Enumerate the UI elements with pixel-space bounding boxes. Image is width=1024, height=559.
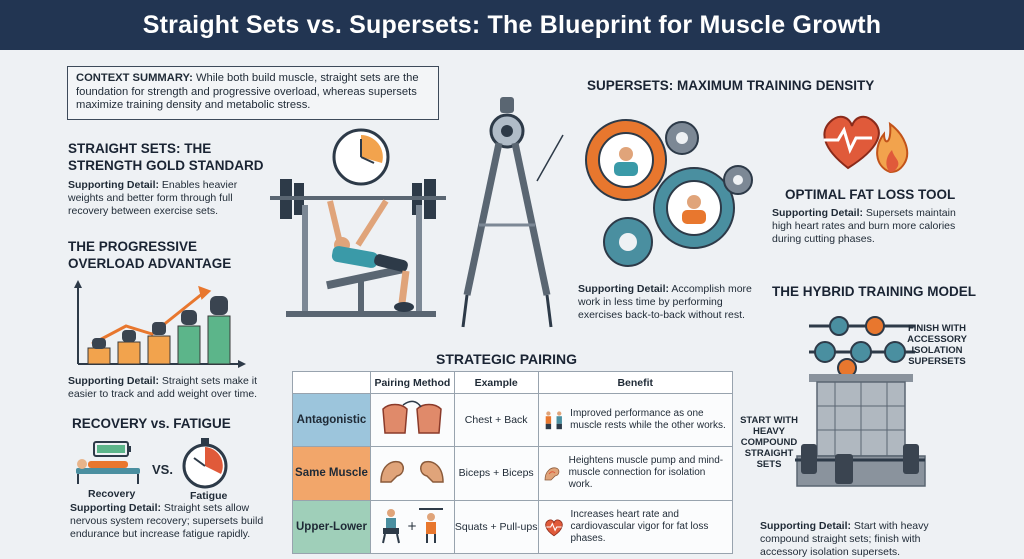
pairing-header-spacer	[292, 371, 371, 394]
context-text: While both build muscle, straight sets a…	[76, 72, 419, 111]
pairing-benefit-text: Improved performance as one muscle rests…	[570, 408, 726, 432]
context-summary-box: CONTEXT SUMMARY: While both build muscle…	[67, 66, 439, 120]
pairing-method-cell: Antagonistic	[292, 392, 371, 448]
recovery-detail-label: Supporting Detail:	[70, 502, 161, 514]
supersets-detail: Supporting Detail: Accomplish more work …	[578, 283, 763, 322]
progressive-overload-chart-icon	[74, 280, 246, 368]
overload-heading-line2: OVERLOAD ADVANTAGE	[68, 256, 232, 271]
recovery-detail: Supporting Detail: Straight sets allow n…	[70, 502, 270, 541]
straight-sets-heading-line2: STRENGTH GOLD STANDARD	[68, 158, 264, 173]
overload-detail-text: Straight sets make it easier to track an…	[68, 375, 258, 400]
overload-heading-line1: THE PROGRESSIVE	[68, 239, 198, 254]
pairing-example-cell: Squats + Pull-ups	[453, 499, 539, 555]
hybrid-detail: Supporting Detail: Start with heavy comp…	[760, 520, 970, 559]
straight-sets-detail-text: Enables heavier weights and better form …	[68, 179, 238, 217]
straight-sets-section: STRAIGHT SETS: THE STRENGTH GOLD STANDAR…	[68, 140, 273, 218]
supersets-detail-text: Accomplish more work in less time by per…	[578, 283, 752, 321]
biceps-icon	[380, 460, 445, 483]
squat-pullup-icon: +	[382, 508, 444, 544]
pairing-heading: STRATEGIC PAIRING	[436, 351, 578, 367]
recovery-detail-text: Straight sets allow nervous system recov…	[70, 502, 264, 540]
straight-sets-heading-line1: STRAIGHT SETS: THE	[68, 141, 212, 156]
pairing-example-cell: Biceps + Biceps	[453, 446, 539, 501]
straight-sets-detail-label: Supporting Detail:	[68, 179, 159, 191]
bed-battery-icon	[76, 441, 140, 484]
pairing-benefit-text: Heightens muscle pump and mind-muscle co…	[568, 455, 724, 491]
recovery-label: Recovery	[88, 488, 136, 500]
pairing-benefit-cell: Heightens muscle pump and mind-muscle co…	[537, 446, 734, 501]
hybrid-pyramid-illustration	[795, 316, 926, 487]
stopwatch-icon	[182, 438, 228, 489]
pairing-table: Pairing Method Example Benefit Antagonis…	[292, 371, 734, 555]
context-label: CONTEXT SUMMARY:	[76, 72, 193, 84]
title-banner: Straight Sets vs. Supersets: The Bluepri…	[0, 0, 1024, 50]
supersets-heading: SUPERSETS: MAXIMUM TRAINING DENSITY	[587, 78, 875, 93]
page-title: Straight Sets vs. Supersets: The Bluepri…	[142, 10, 882, 39]
pairing-benefit-text: Increases heart rate and cardiovascular …	[570, 508, 709, 544]
fat-loss-detail-label: Supporting Detail:	[772, 207, 863, 219]
compass-icon	[461, 97, 564, 328]
pairing-example-cell: Chest + Back	[453, 392, 539, 448]
bench-press-illustration	[270, 128, 446, 317]
overload-detail: Supporting Detail: Straight sets make it…	[68, 375, 268, 401]
pairing-header-method: Pairing Method	[369, 371, 455, 394]
pairing-benefit-cell: Improved performance as one muscle rests…	[537, 392, 734, 448]
athletes-icon	[545, 411, 562, 430]
overload-detail-label: Supporting Detail:	[68, 375, 159, 387]
gears-illustration	[585, 119, 753, 267]
pairing-illustration-cell	[369, 392, 455, 448]
fat-loss-detail-text: Supersets maintain high heart rates and …	[772, 207, 956, 245]
fat-loss-heading: OPTIMAL FAT LOSS TOOL	[785, 187, 956, 202]
hybrid-finish-label: FINISH WITH ACCESSORY ISOLATION SUPERSET…	[907, 323, 967, 367]
flexed-arm-icon	[544, 467, 559, 481]
overload-section: THE PROGRESSIVE OVERLOAD ADVANTAGE	[68, 238, 273, 272]
hybrid-start-label: START WITH HEAVY COMPOUND STRAIGHT SETS	[740, 415, 798, 470]
fatigue-label: Fatigue	[190, 490, 228, 502]
pairing-table-header: Pairing Method Example Benefit	[292, 371, 734, 394]
recovery-heading: RECOVERY vs. FATIGUE	[72, 416, 231, 431]
pairing-illustration-cell: +	[369, 499, 455, 555]
pairing-method-cell: Same Muscle	[292, 446, 371, 501]
hybrid-detail-label: Supporting Detail:	[760, 520, 851, 532]
pairing-illustration-cell	[369, 446, 455, 501]
supersets-detail-label: Supporting Detail:	[578, 283, 669, 295]
hybrid-detail-text: Start with heavy compound straight sets;…	[760, 520, 929, 558]
chest-back-muscle-icon	[382, 400, 443, 434]
table-row: Upper-Lower + Squats + Pull-ups	[292, 499, 734, 555]
svg-text:+: +	[407, 519, 417, 533]
table-row: Antagonistic Chest + Back	[292, 392, 734, 448]
table-row: Same Muscle Biceps + Biceps Heightens mu…	[292, 446, 734, 501]
pairing-method-cell: Upper-Lower	[292, 499, 371, 555]
pairing-header-example: Example	[453, 371, 539, 394]
pairing-benefit-cell: Increases heart rate and cardiovascular …	[537, 499, 734, 555]
hybrid-heading: THE HYBRID TRAINING MODEL	[772, 284, 976, 299]
fat-loss-detail: Supporting Detail: Supersets maintain hi…	[772, 207, 962, 246]
heart-rate-icon	[544, 519, 563, 537]
heart-fire-icon	[823, 115, 909, 174]
vs-label: VS.	[152, 462, 173, 477]
pairing-header-benefit: Benefit	[537, 371, 734, 394]
